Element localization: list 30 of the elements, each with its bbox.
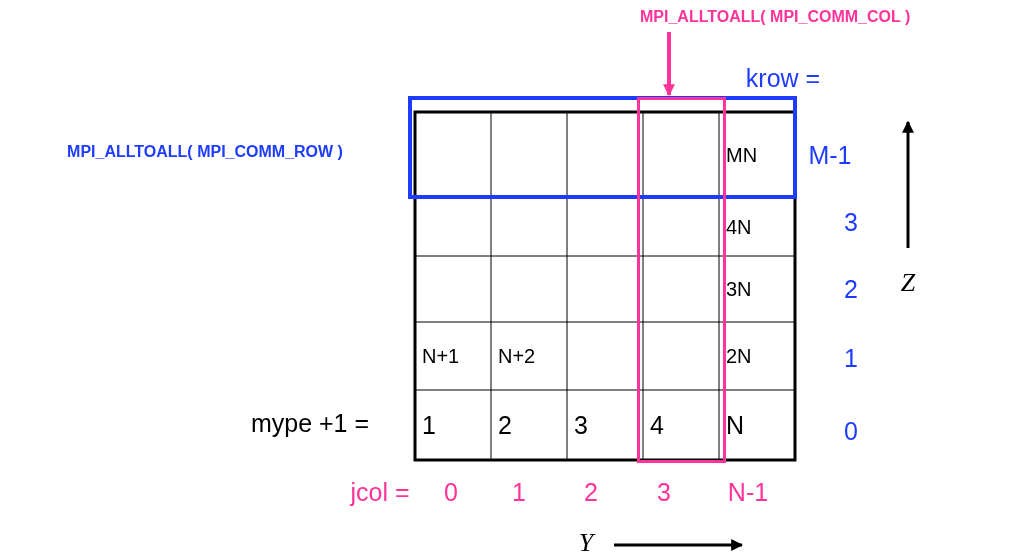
cell-value: N (726, 412, 745, 438)
cell-value: 4 (650, 412, 664, 438)
axis-label: Y (578, 530, 594, 556)
cell-value: 1 (422, 412, 436, 438)
row-index: 1 (844, 345, 858, 371)
axis-label: Z (900, 270, 916, 296)
arrow (663, 32, 675, 97)
column-index: 1 (512, 479, 526, 505)
cell-value: 4N (726, 216, 752, 237)
cell-value: MN (726, 144, 758, 165)
cell-value: N+1 (422, 346, 460, 366)
column-index: 2 (584, 479, 598, 505)
row-index: 0 (844, 418, 858, 444)
row-index: 3 (844, 209, 858, 235)
cell-value: 2 (498, 412, 512, 438)
column-index: 0 (444, 479, 458, 505)
column-highlight-frame (637, 97, 726, 463)
row-heading: mype +1 = (250, 410, 370, 436)
row-index: 2 (844, 276, 858, 302)
column-index-heading: jcol = (350, 479, 410, 505)
cell-value: 3 (574, 412, 588, 438)
command-label: MPI_ALLTOALL( MPI_COMM_COL ) (640, 8, 1020, 30)
row-index-heading: krow = (745, 65, 821, 91)
row-index: M-1 (808, 142, 852, 168)
cell-value: N+2 (498, 346, 536, 366)
column-index: 3 (657, 479, 671, 505)
column-index: N-1 (727, 479, 769, 505)
cell-value: 2N (726, 346, 752, 366)
cell-value: 3N (726, 279, 752, 299)
command-label: MPI_ALLTOALL( MPI_COMM_ROW ) (67, 144, 343, 160)
